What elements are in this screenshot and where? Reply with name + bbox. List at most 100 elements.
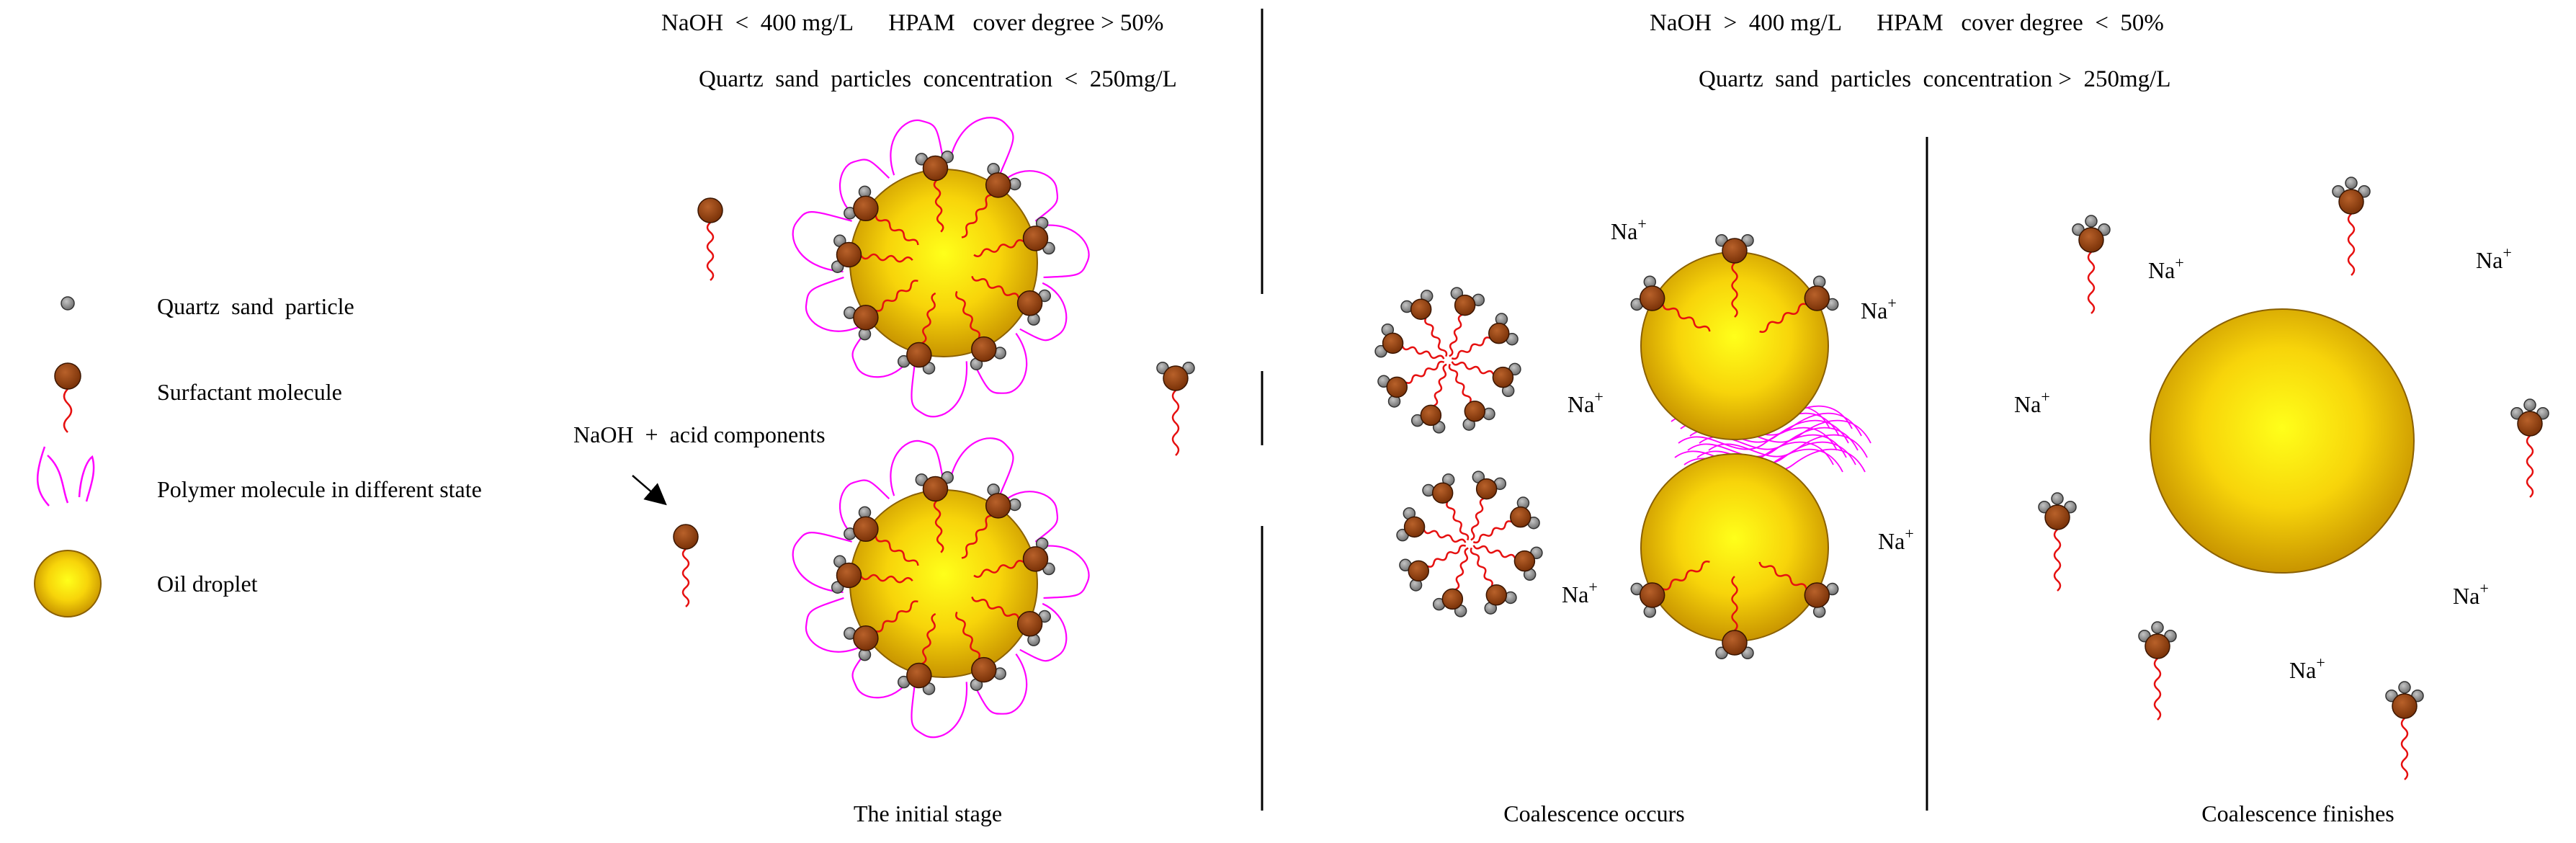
quartz-sand-particle [2398, 681, 2411, 694]
polymer-molecule [838, 479, 890, 538]
surfactant-head [1488, 322, 1510, 344]
surfactant-molecule [897, 292, 936, 375]
legend: Quartz sand particle Surfactant molecule… [34, 293, 482, 617]
polymer-molecule [1019, 602, 1068, 662]
polymer-molecule [911, 360, 967, 418]
surfactant-tail [961, 514, 992, 559]
surfactant-tail [2087, 251, 2096, 314]
sodium-ion-label: Na+ [2014, 388, 2050, 417]
surfactant-tail [1472, 520, 1512, 544]
surfactant-head [971, 656, 997, 683]
surfactant-head [1485, 584, 1508, 606]
surfactant-head [1408, 560, 1429, 582]
condition-left-line2: Quartz sand particles concentration < 25… [699, 66, 1177, 92]
surfactant-tail [1759, 303, 1807, 333]
surfactant-head [906, 662, 932, 689]
surfactant-head [836, 562, 862, 589]
surfactant-tail [973, 559, 1024, 579]
condition-right-line1: NaOH > 400 mg/L HPAM cover degree < 50% [1650, 10, 2164, 36]
surfactant-tail [706, 222, 715, 281]
surfactant-head [1639, 582, 1665, 608]
polymer-molecule [948, 117, 1014, 179]
surfactant-molecule [1630, 275, 1711, 332]
surfactant-tail [860, 574, 913, 584]
surfactant-head [985, 493, 1011, 519]
stage-label-finished: Coalescence finishes [2201, 800, 2394, 826]
condition-left-line1: NaOH < 400 mg/L HPAM cover degree > 50% [661, 10, 1163, 36]
surfactant-molecule [1449, 287, 1485, 357]
polymer-molecule [851, 329, 911, 378]
surfactant-tail [1427, 544, 1467, 568]
polymer-molecule [890, 440, 945, 496]
polymer-molecule [971, 332, 1028, 394]
surfactant-tail [1448, 363, 1472, 403]
surfactant-head [1386, 376, 1408, 398]
surfactant-molecule [673, 524, 699, 607]
surfactant-tail [1423, 529, 1467, 543]
surfactant-head [2078, 227, 2104, 253]
surfactant-tail [1451, 361, 1495, 375]
surfactant-molecule [955, 611, 1006, 691]
surfactant-head [1410, 298, 1432, 320]
surfactant-head [1382, 332, 1404, 354]
polymer-molecule [971, 653, 1028, 715]
surfactant-tail [1472, 545, 1516, 559]
sodium-ion-label: Na+ [1567, 388, 1604, 417]
surfactant-head [971, 336, 997, 362]
surfactant-head [853, 516, 879, 543]
polymer-layer [792, 117, 1871, 739]
surfactant-molecule [1758, 561, 1839, 618]
surfactant-tail [2153, 658, 2162, 721]
surfactant-head [1464, 401, 1486, 422]
surfactant-tail [1446, 501, 1470, 541]
surfactant-tail [860, 253, 913, 263]
sodium-ion-label: Na+ [1861, 294, 1897, 324]
sodium-ion-label: Na+ [2148, 254, 2184, 283]
surfactant-tail [875, 280, 918, 312]
surfactant-molecule [961, 163, 1021, 238]
surfactant-head [922, 155, 949, 182]
surfactant-tail [875, 600, 918, 633]
ion-layer: Na+Na+Na+Na+Na+Na+Na+Na+Na+Na+Na+ [1562, 215, 2512, 683]
surfactant-molecule [844, 280, 918, 341]
surfactant-head [2392, 693, 2418, 719]
surfactant-tail [2526, 435, 2534, 498]
surfactant-head [1431, 482, 1454, 504]
reagent-arrow [632, 475, 667, 506]
surfactant-molecule [1759, 275, 1839, 333]
quartz-sand-particle [2051, 492, 2064, 505]
sodium-ion-label: Na+ [1562, 578, 1598, 607]
surfactant-molecule [1451, 361, 1521, 398]
oil-droplet [2150, 308, 2415, 574]
surfactant-head [1016, 611, 1043, 637]
surfactant-molecule [1630, 561, 1710, 618]
polymer-molecule-icon [37, 446, 95, 507]
polymer-molecule [805, 597, 864, 653]
polymer-molecule [851, 649, 911, 699]
sodium-ion-label: Na+ [2476, 244, 2512, 273]
surfactant-tail [961, 194, 992, 238]
surfactant-molecule [1432, 547, 1469, 617]
surfactant-molecule [897, 612, 936, 695]
surfactant-molecule [1470, 470, 1507, 541]
droplet-layer [849, 169, 2415, 678]
surfactant-head [673, 524, 699, 550]
polymer-molecule [911, 680, 967, 739]
surfactant-head [1403, 516, 1426, 538]
surfactant-tail [1405, 360, 1445, 384]
surfactant-tail [681, 548, 690, 607]
surfactant-head [1804, 582, 1830, 608]
surfactant-head [922, 476, 949, 502]
surfactant-tail [2400, 718, 2409, 780]
surfactant-head [1492, 366, 1514, 388]
surfactant-molecule [1156, 361, 1195, 456]
legend-label-oil: Oil droplet [157, 571, 258, 597]
surfactant-head [1420, 404, 1442, 427]
surfactant-head [2517, 411, 2543, 437]
surfactant-head [2145, 633, 2170, 659]
quartz-sand-particle [2151, 621, 2164, 634]
surfactant-molecule [971, 275, 1051, 326]
surfactant-molecule [2038, 492, 2077, 592]
legend-label-quartz: Quartz sand particle [157, 293, 354, 319]
surfactant-head [853, 195, 879, 222]
